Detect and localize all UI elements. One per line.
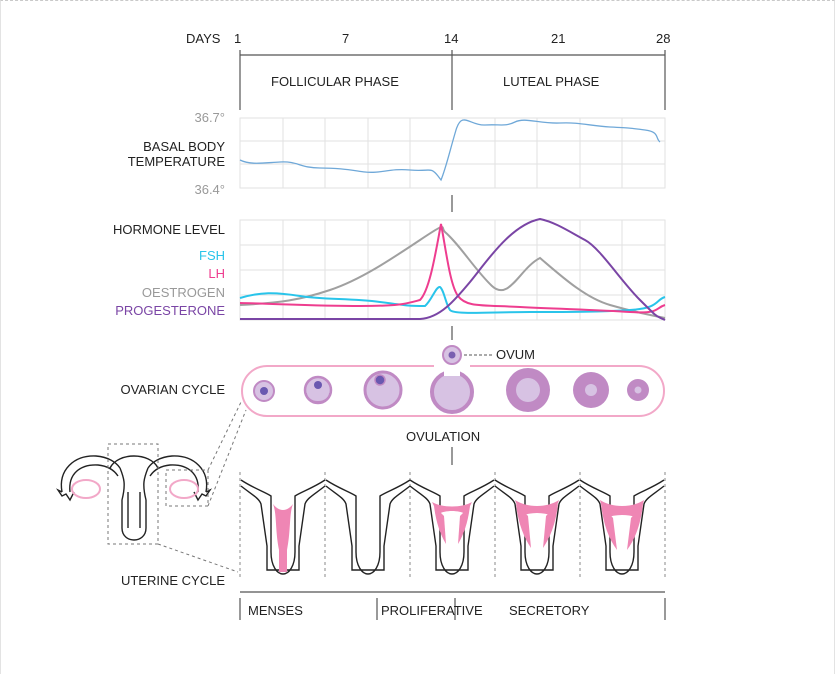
proliferative-label: PROLIFERATIVE [381, 603, 483, 618]
day-tick-1: 1 [234, 31, 242, 46]
right-ovary-icon [169, 479, 199, 499]
oestrogen-legend-label: OESTROGEN [141, 285, 225, 300]
days-axis [239, 50, 666, 110]
uterine-guides [239, 472, 666, 580]
days-label: DAYS [186, 31, 221, 46]
corpus-luteum-large-icon [506, 368, 550, 412]
follicular-phase-label: FOLLICULAR PHASE [271, 74, 399, 89]
follicle-stage-2-icon [303, 375, 333, 405]
ovum-icon [442, 345, 492, 365]
ovum-label: OVUM [496, 347, 535, 362]
lh-legend-label: LH [208, 266, 225, 281]
temperature-line [239, 119, 661, 182]
lh-curve [239, 223, 666, 314]
uterus-stage-4-icon [494, 479, 580, 575]
secretory-label: SECRETORY [509, 603, 590, 618]
hormone-level-title: HORMONE LEVEL [113, 222, 225, 237]
corpus-luteum-medium-icon [573, 372, 609, 408]
oestrogen-curve [239, 226, 666, 319]
day-tick-14: 14 [444, 31, 459, 46]
follicle-stage-3-icon [363, 370, 403, 410]
uterine-phase-axis [239, 591, 666, 620]
left-ovary-icon [71, 479, 101, 499]
corpus-albicans-icon [627, 379, 649, 401]
reproductive-organs-icon [55, 455, 213, 541]
fsh-curve [239, 286, 666, 314]
ovary-opening [434, 362, 470, 370]
ovulation-label: OVULATION [406, 429, 481, 444]
temperature-label-line1: BASAL BODY [143, 139, 225, 154]
uterus-stage-5-icon [579, 479, 665, 575]
uterus-stage-1-icon [240, 479, 326, 575]
temperature-max-label: 36.7° [194, 110, 225, 125]
follicle-ruptured-icon [430, 368, 474, 414]
temperature-label-line2: TEMPERATURE [127, 154, 225, 169]
day-tick-28: 28 [656, 31, 671, 46]
fsh-legend-label: FSH [199, 248, 225, 263]
ovarian-cycle-label: OVARIAN CYCLE [120, 382, 225, 397]
day-tick-7: 7 [342, 31, 350, 46]
luteal-phase-label: LUTEAL PHASE [503, 74, 600, 89]
progesterone-curve [240, 217, 666, 321]
temperature-min-label: 36.4° [194, 182, 225, 197]
menses-label: MENSES [248, 603, 303, 618]
uterine-cycle-label: UTERINE CYCLE [120, 573, 225, 588]
zoom-guides [107, 399, 247, 573]
day-tick-21: 21 [551, 31, 566, 46]
temperature-grid [239, 117, 666, 189]
uterus-stage-2-icon [325, 479, 411, 575]
follicle-stage-1-icon [253, 380, 275, 402]
progesterone-legend-label: PROGESTERONE [115, 303, 225, 318]
uterus-stage-3-icon [409, 479, 495, 575]
